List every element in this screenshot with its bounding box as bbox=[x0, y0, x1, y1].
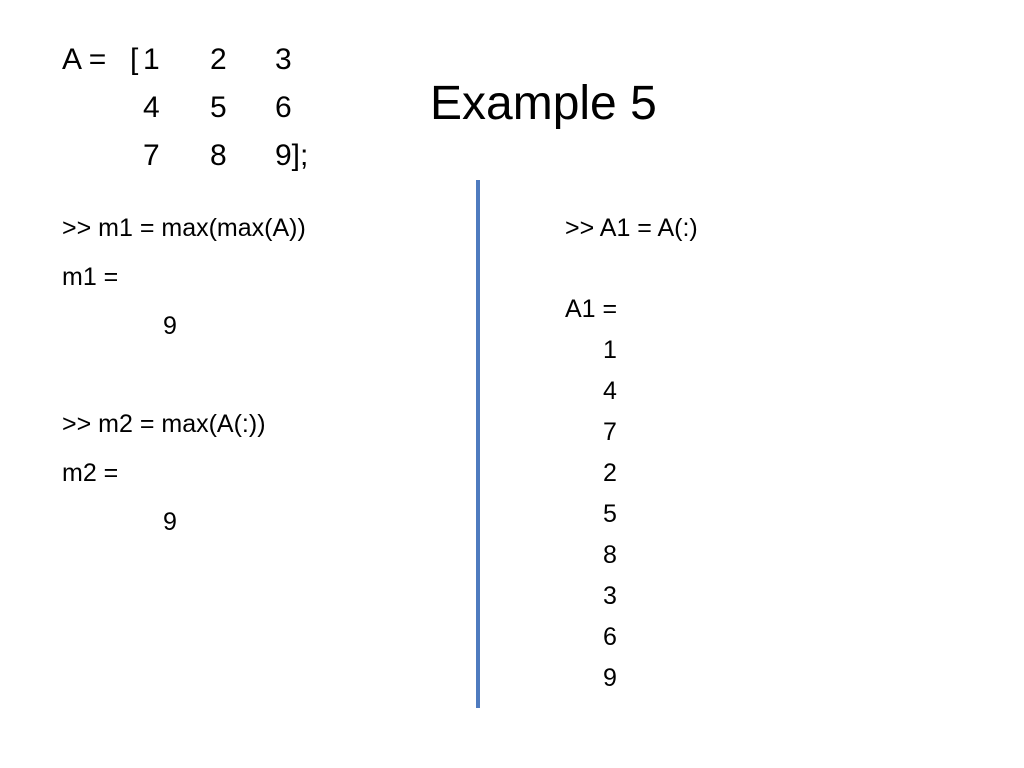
matrix-label: A = bbox=[62, 43, 107, 76]
output-label: m2 = bbox=[62, 459, 119, 487]
output-value: 8 bbox=[603, 541, 617, 569]
matrix-cell: 4 bbox=[143, 91, 160, 124]
output-label: A1 = bbox=[565, 295, 618, 323]
output-value: 2 bbox=[603, 459, 617, 487]
output-value: 5 bbox=[603, 500, 617, 528]
slide-title: Example 5 bbox=[430, 77, 657, 130]
output-value: 7 bbox=[603, 418, 617, 446]
matrix-cell: 8 bbox=[210, 139, 227, 172]
matrix-open-bracket: [ bbox=[130, 43, 139, 76]
matrix-cell: 1 bbox=[143, 43, 160, 76]
matrix-cell: 3 bbox=[275, 43, 292, 76]
command-line: >> m2 = max(A(:)) bbox=[62, 410, 266, 438]
matrix-cell: 6 bbox=[275, 91, 292, 124]
matrix-cell: 2 bbox=[210, 43, 227, 76]
matrix-cell: 9]; bbox=[275, 139, 309, 172]
output-label: m1 = bbox=[62, 263, 119, 291]
matrix-cell: 7 bbox=[143, 139, 160, 172]
command-line: >> A1 = A(:) bbox=[565, 214, 698, 242]
output-value: 9 bbox=[603, 664, 617, 692]
output-value: 4 bbox=[603, 377, 617, 405]
output-value: 6 bbox=[603, 623, 617, 651]
output-value: 9 bbox=[163, 508, 177, 536]
output-value: 3 bbox=[603, 582, 617, 610]
output-value: 1 bbox=[603, 336, 617, 364]
command-line: >> m1 = max(max(A)) bbox=[62, 214, 306, 242]
matrix-cell: 5 bbox=[210, 91, 227, 124]
column-divider bbox=[476, 180, 480, 708]
output-value: 9 bbox=[163, 312, 177, 340]
